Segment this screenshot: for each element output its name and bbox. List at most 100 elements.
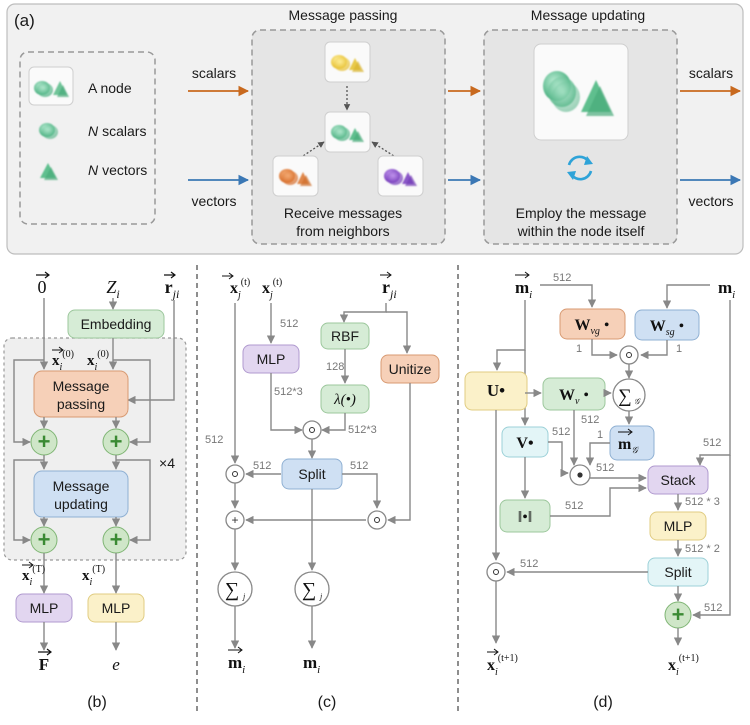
repeat-count: ×4	[159, 455, 175, 471]
plus-node-1: +	[30, 428, 58, 456]
hadamard-node-out	[486, 562, 506, 582]
hadamard-node-gate	[619, 345, 639, 365]
output-x-next: xi(t+1)	[668, 653, 699, 678]
panel-c-tag: (c)	[318, 694, 337, 711]
legend-vectors-label: vectors	[102, 162, 147, 178]
svg-text:+: +	[231, 513, 238, 527]
svg-text:+: +	[672, 602, 685, 627]
input-m: mi	[718, 278, 735, 301]
svg-text:512: 512	[703, 437, 721, 449]
x-bar-0: xi(0)	[52, 349, 74, 373]
svg-text:+: +	[110, 527, 123, 552]
x-0: xi(0)	[87, 349, 109, 373]
sum-node: +	[225, 510, 245, 530]
hadamard-node-right	[367, 510, 387, 530]
svg-text:512: 512	[253, 460, 271, 472]
norm-label: ‖•‖	[518, 509, 533, 526]
legend-node-glyph	[34, 81, 69, 97]
svg-text:512: 512	[205, 434, 223, 446]
svg-text:128: 128	[326, 361, 344, 373]
input-z: Zi	[106, 277, 119, 301]
svg-text:512: 512	[581, 414, 599, 426]
svg-text:+: +	[38, 527, 51, 552]
legend-scalars-n: N	[88, 123, 99, 139]
svg-text:512: 512	[596, 462, 614, 474]
svg-text:∑: ∑	[302, 579, 316, 601]
wsg-label: Wsg •	[650, 318, 685, 338]
lambda-label: λ(•)	[333, 392, 356, 408]
mlp-left-label: MLP	[30, 600, 59, 616]
legend-scalars-label: scalars	[102, 123, 146, 139]
svg-text:512: 512	[552, 426, 570, 438]
svg-text:512: 512	[520, 558, 538, 570]
panel-d: mi mi 512 Wvg • Wsg • 1 1 ∑ 𝒢 U•	[464, 271, 735, 711]
legend-vectors-glyph	[40, 163, 58, 180]
input-scalars-label: scalars	[192, 65, 236, 81]
aggregate-graph: ∑ 𝒢	[612, 378, 646, 412]
svg-text:512*3: 512*3	[348, 424, 377, 436]
svg-text:512: 512	[280, 318, 298, 330]
svg-text:j: j	[319, 592, 323, 601]
legend-vectors-n: N	[88, 162, 99, 178]
message-passing-label-2: passing	[57, 396, 105, 412]
wvg-label: Wvg •	[574, 317, 609, 337]
legend-node-label: A node	[88, 80, 132, 96]
x-bar-t: xi(T)	[22, 564, 45, 588]
mlp-right-label: MLP	[102, 600, 131, 616]
receive-line-1: Receive messages	[284, 205, 402, 221]
stack-label: Stack	[660, 472, 696, 488]
x-t: xi(T)	[82, 564, 105, 588]
svg-text:+: +	[38, 429, 51, 454]
neighbor-node-orange	[279, 169, 312, 186]
input-zero: 0	[38, 277, 47, 297]
svg-text:∑: ∑	[225, 579, 239, 601]
aggregate-right: ∑ j	[294, 571, 330, 607]
panel-c: xj(t) xj(t) rji 512 MLP 512*3 RBF 128 λ(…	[205, 271, 440, 711]
v-label: V•	[516, 435, 533, 452]
panel-a-tag: (a)	[14, 11, 35, 30]
title-message-passing: Message passing	[289, 7, 398, 23]
svg-text:512*3: 512*3	[274, 386, 303, 398]
svg-text:512 * 3: 512 * 3	[685, 496, 720, 508]
plus-node-d: +	[664, 601, 692, 629]
employ-line-1: Employ the message	[516, 205, 647, 221]
svg-text:1: 1	[576, 343, 582, 355]
svg-text:512 * 2: 512 * 2	[685, 543, 720, 555]
dot-node	[569, 464, 591, 486]
svg-text:𝒢: 𝒢	[634, 397, 641, 406]
input-xbar-t: xj(t)	[230, 277, 250, 301]
plus-node-2: +	[102, 428, 130, 456]
output-x-bar-next: xi(t+1)	[487, 653, 518, 678]
center-node	[331, 125, 364, 142]
hadamard-node-left	[225, 464, 245, 484]
svg-text:512: 512	[565, 500, 583, 512]
svg-text:∑: ∑	[618, 386, 632, 407]
aggregate-left: ∑ j	[217, 571, 253, 607]
svg-text:512: 512	[704, 602, 722, 614]
neighbor-node-yellow	[331, 55, 364, 72]
message-passing-block	[33, 370, 129, 418]
input-r: rji	[165, 277, 180, 301]
hadamard-node-top	[302, 420, 322, 440]
output-e: e	[112, 655, 120, 674]
u-label: U•	[487, 381, 505, 400]
svg-text:j: j	[242, 592, 246, 601]
output-vectors-label: vectors	[688, 193, 733, 209]
mlp-label-d: MLP	[664, 518, 693, 534]
embedding-label: Embedding	[81, 316, 152, 332]
panel-d-tag: (d)	[593, 694, 613, 711]
title-message-updating: Message updating	[531, 7, 645, 23]
svg-text:512: 512	[350, 460, 368, 472]
receive-line-2: from neighbors	[296, 223, 389, 239]
plus-node-3: +	[30, 526, 58, 554]
split-label: Split	[298, 466, 325, 482]
input-r-ji: rji	[382, 277, 397, 301]
legend-scalars-glyph	[39, 123, 58, 139]
plus-node-4: +	[102, 526, 130, 554]
embedding-box	[67, 309, 165, 339]
input-x-t: xj(t)	[262, 277, 282, 301]
